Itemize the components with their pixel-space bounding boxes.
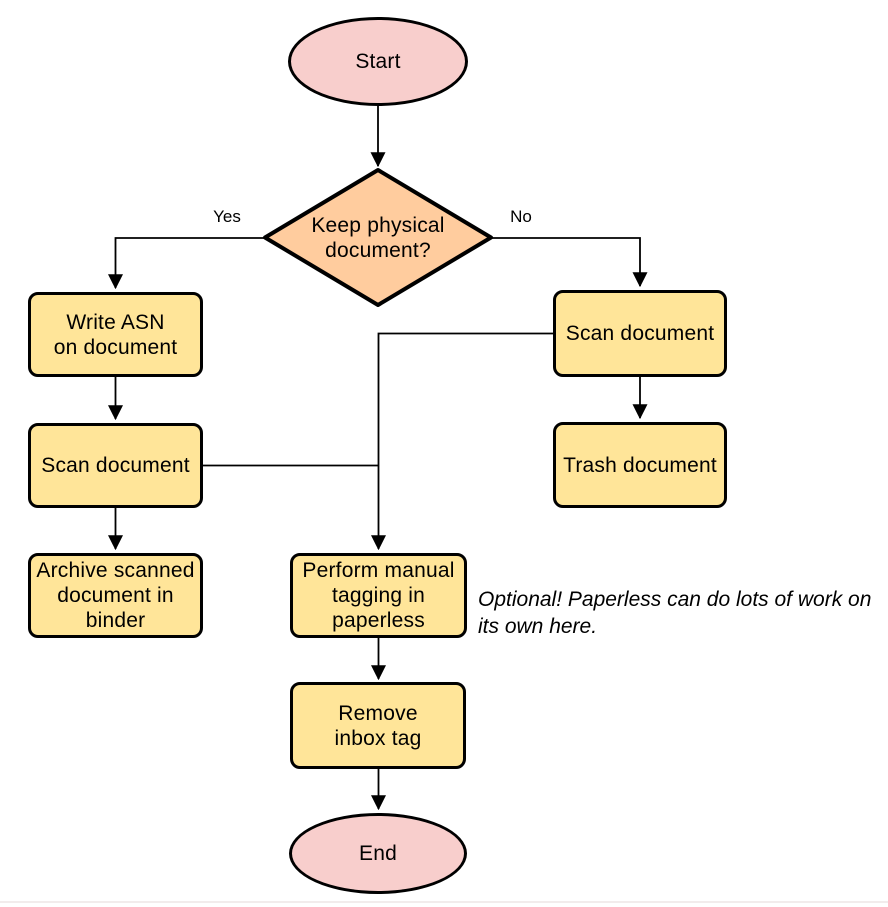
node-manual-tagging-label: Perform manual tagging in paperless [302, 559, 455, 632]
node-scan-document-left: Scan document [28, 423, 203, 508]
node-decision-label: Keep physical document? [311, 213, 445, 262]
node-archive-binder-label: Archive scanned document in binder [36, 559, 195, 632]
optional-annotation: Optional! Paperless can do lots of work … [478, 588, 872, 638]
node-remove-inbox-tag: Remove inbox tag [290, 682, 466, 769]
edge-decision-yes-to-write-asn [108, 237, 265, 290]
node-manual-tagging: Perform manual tagging in paperless [290, 553, 467, 638]
node-write-asn: Write ASN on document [28, 292, 203, 377]
edge-label-yes: Yes [213, 207, 241, 226]
node-archive-binder: Archive scanned document in binder [28, 553, 203, 638]
node-start: Start [288, 17, 468, 106]
edge-decision-no-to-scan-right [491, 237, 648, 288]
edge-scan-right-to-tagging [371, 332, 553, 551]
edge-label-no: No [510, 207, 532, 226]
canvas-bottom-edge [0, 901, 888, 903]
node-end-label: End [359, 842, 397, 865]
node-end: End [289, 813, 467, 894]
node-scan-document-left-label: Scan document [41, 454, 190, 477]
node-start-label: Start [355, 50, 401, 73]
node-remove-inbox-tag-label: Remove inbox tag [334, 701, 422, 750]
node-trash-document-label: Trash document [563, 453, 717, 477]
decision-diamond-shape [263, 168, 493, 307]
node-trash-document: Trash document [553, 422, 727, 508]
node-write-asn-label: Write ASN on document [53, 310, 178, 359]
node-scan-document-right: Scan document [553, 290, 727, 377]
node-scan-document-right-label: Scan document [565, 322, 715, 345]
